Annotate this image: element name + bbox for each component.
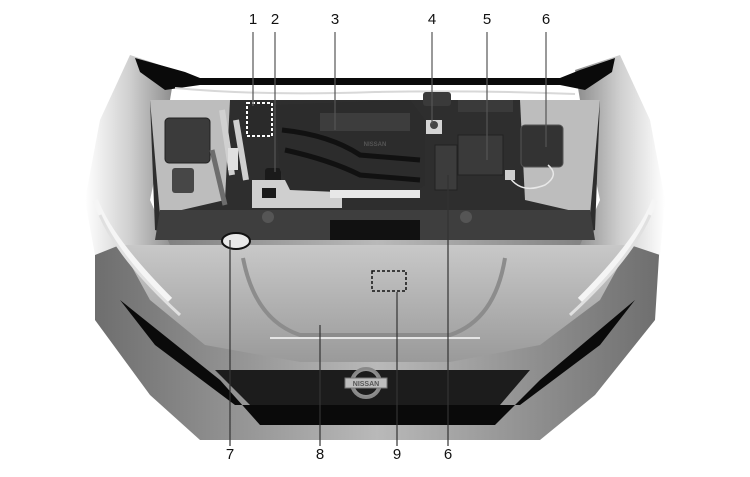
item-6-battery	[505, 124, 564, 190]
callout-label-2: 2	[270, 11, 280, 28]
callout-label-9: 9	[392, 446, 402, 463]
engine-cover-logo: NISSAN	[364, 142, 387, 148]
callout-label-5: 5	[482, 11, 492, 28]
item-6-fuse-box	[434, 144, 458, 191]
callout-label-6-top: 6	[541, 11, 551, 28]
fuse-box-left	[164, 117, 211, 193]
item-9-location-box	[371, 270, 407, 292]
callout-label-1: 1	[248, 11, 258, 28]
bumper-cover	[120, 245, 630, 362]
callout-label-4: 4	[427, 11, 437, 28]
item-7-cap	[221, 232, 251, 250]
grille-badge: NISSAN	[344, 367, 388, 399]
reservoir-pipes	[209, 109, 249, 206]
radiator-support	[155, 210, 595, 240]
item-4-cap	[423, 92, 451, 134]
grille-badge-text: NISSAN	[353, 381, 379, 388]
leader-lines-bottom	[229, 175, 449, 446]
item-5-block	[457, 100, 513, 176]
engine-cover: NISSAN	[275, 100, 425, 198]
item-1-location-box	[246, 102, 273, 137]
hood-edge	[135, 58, 615, 95]
callout-label-8: 8	[315, 446, 325, 463]
callout-label-7: 7	[225, 446, 235, 463]
callout-label-6-bottom: 6	[443, 446, 453, 463]
callout-label-3: 3	[330, 11, 340, 28]
leader-lines-top	[252, 32, 547, 172]
